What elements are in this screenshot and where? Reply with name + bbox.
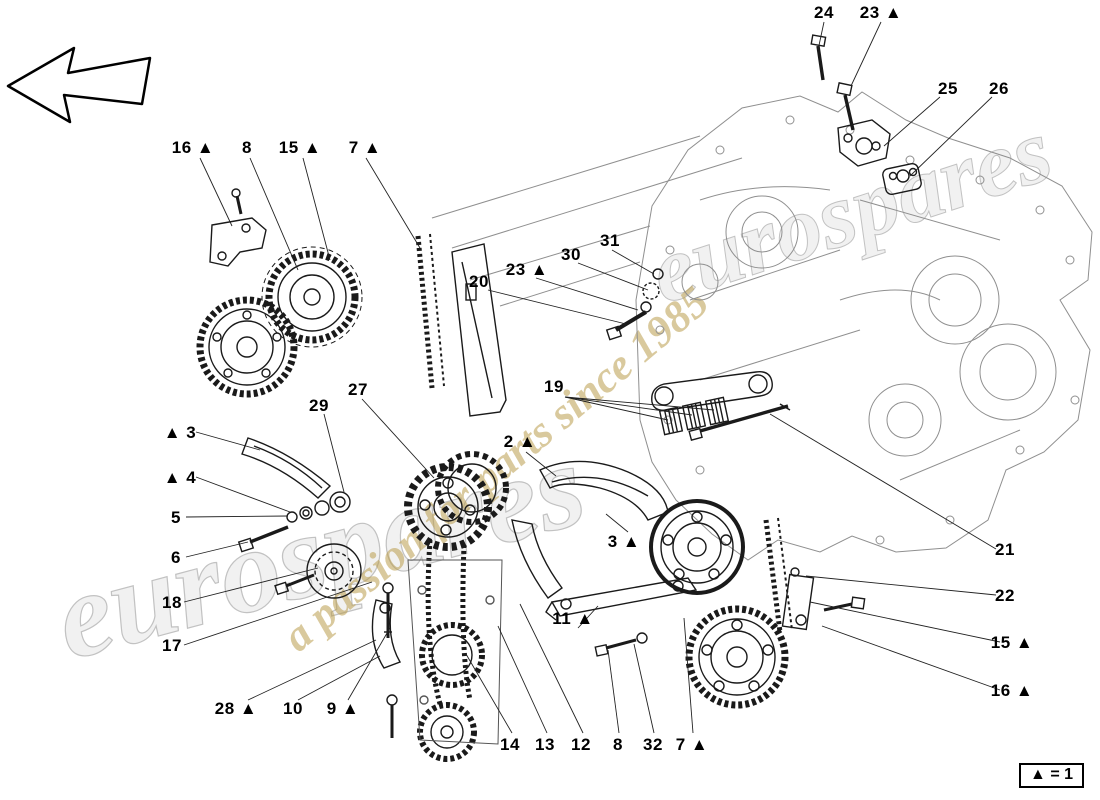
variator-top-left — [196, 296, 298, 398]
tensioner-screw-assembly — [605, 268, 664, 341]
timing-chain-upper — [415, 233, 445, 389]
sprocket-lower-mid — [419, 622, 485, 688]
lower-plate — [407, 559, 503, 745]
watermark-brand-text-2: eurospares — [638, 98, 1063, 323]
bracket-top-left — [209, 188, 267, 267]
leader-lines — [183, 21, 1001, 734]
tensioner-pad-lower — [511, 519, 563, 599]
variator-top-left-2 — [261, 246, 363, 348]
watermark-layer: eurospares eurospares a passion for part… — [41, 98, 1064, 686]
chain-guide-upper — [451, 243, 507, 417]
watermark-tagline-text: a passion for parts since 1985 — [273, 277, 717, 661]
bolt-vertical-2 — [386, 694, 398, 738]
bracket-bolt — [594, 632, 648, 657]
legend-box: ▲ = 1 — [1019, 763, 1084, 788]
timing-system-parts — [196, 34, 922, 762]
chain-guide-left — [241, 437, 332, 499]
variator-right-upper — [649, 499, 745, 595]
direction-arrow — [6, 46, 152, 124]
timing-chain-lower — [425, 539, 473, 705]
chain-guide-small — [371, 599, 402, 669]
legend-text: ▲ = 1 — [1030, 766, 1073, 783]
sprocket-bottom — [417, 702, 477, 762]
pivot-bolt — [688, 403, 791, 441]
pump-part-25 — [837, 119, 891, 167]
variator-right-lower — [685, 605, 789, 709]
tensioner-body-right — [781, 567, 866, 631]
center-sprocket-cluster — [404, 451, 509, 551]
tensioner-lever-arm — [651, 371, 773, 412]
timing-chain-right — [763, 517, 793, 633]
bolt-24 — [810, 34, 827, 81]
washer-stack — [237, 491, 351, 553]
gasket-26 — [882, 162, 922, 196]
